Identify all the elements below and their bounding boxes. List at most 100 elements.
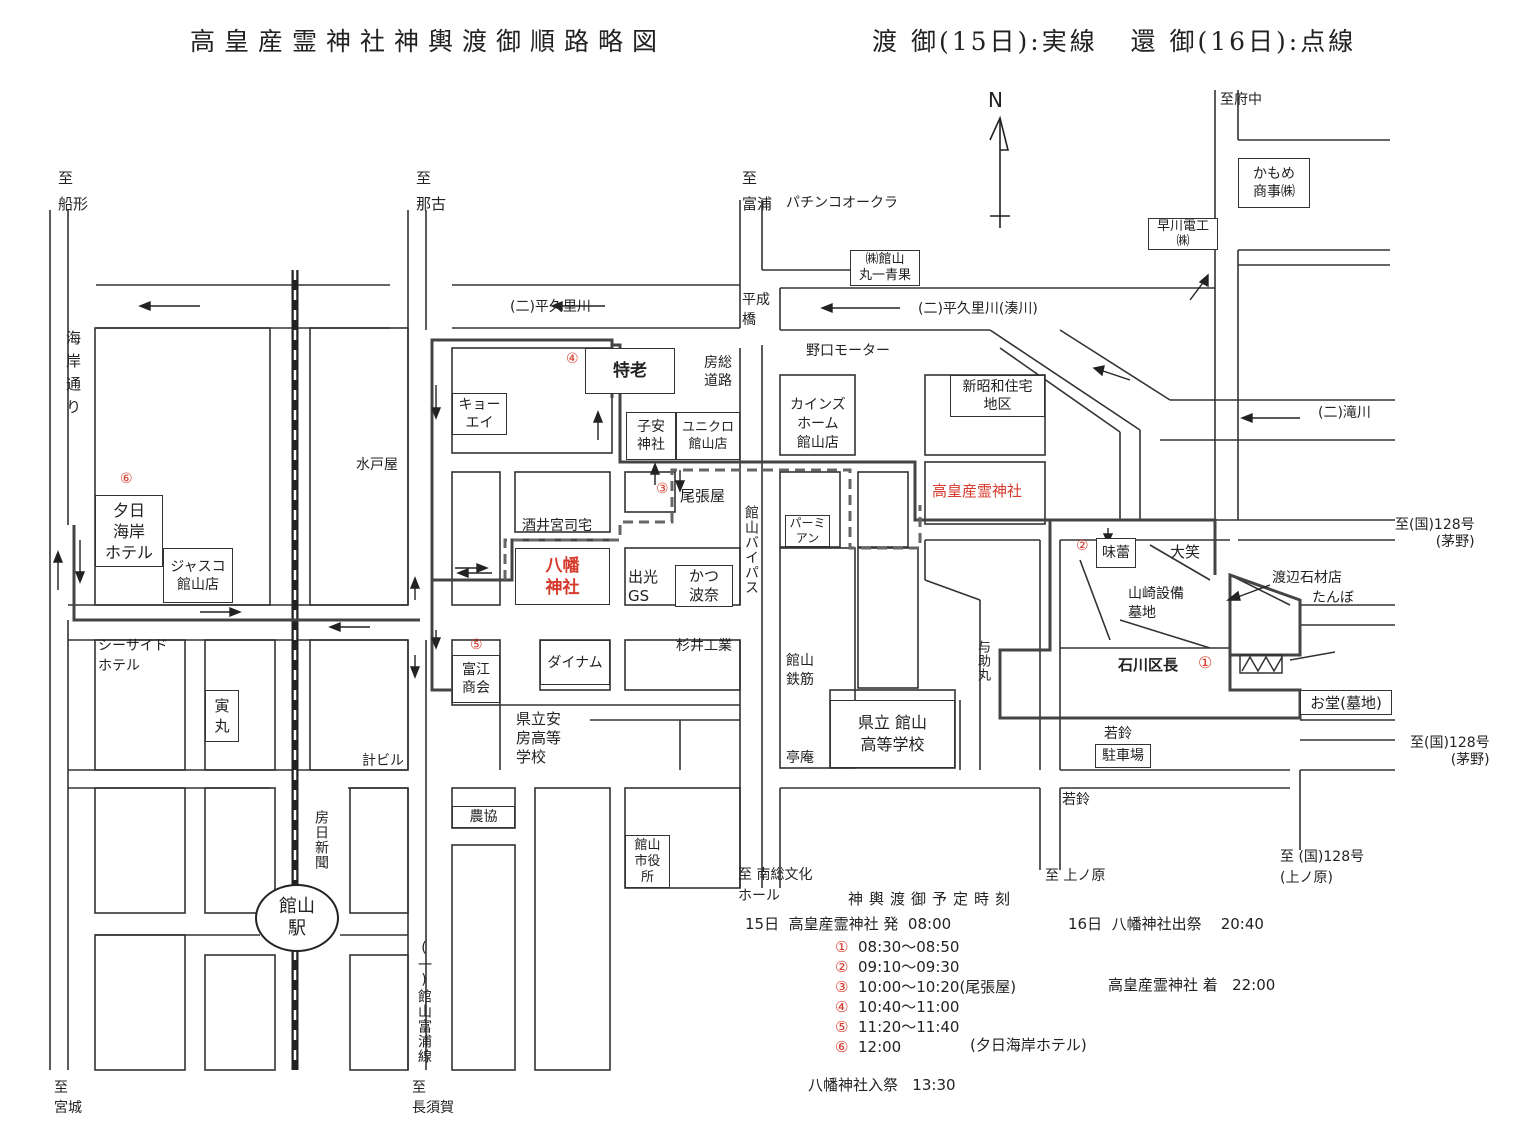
label-bonichi: 房日新聞	[313, 810, 329, 870]
dir-miyagi: 至 宮城	[54, 1080, 82, 1116]
schedule-row-3: ③ 10:00〜10:20(尾張屋)	[835, 978, 1016, 997]
schedule-time-2: 09:10〜09:30	[858, 958, 960, 976]
stop-1: ①	[1198, 653, 1213, 672]
road-bypass: 館山バイパス	[743, 505, 759, 595]
schedule-arrive: 高皇産霊神社 着 22:00	[1108, 976, 1276, 994]
bld-yawata: 八幡 神社	[515, 548, 610, 605]
bld-kyoei: キョー エイ	[452, 393, 507, 435]
label-tateyama-tekkin: 館山 鉄筋	[786, 653, 814, 688]
heisei-bridge: 平成 橋	[742, 292, 770, 328]
road-kaigan: 海岸通り	[64, 330, 82, 422]
bld-cainz: カインズ ホーム 館山店	[790, 397, 846, 451]
route-legend: 渡 御(15日):実線 還 御(16日):点線	[872, 22, 1356, 58]
bld-tokuro: 特老	[585, 348, 675, 394]
road-hirakuri-east: (二)平久里川(湊川)	[918, 301, 1038, 317]
label-kei-bldg: 計ビル	[362, 753, 404, 769]
bld-oowarai: 大笑	[1170, 543, 1201, 561]
bld-katsu: かつ 波奈	[675, 565, 733, 607]
bld-takamimusubi: 高皇産霊神社	[932, 482, 1023, 500]
dir-kayano-1: 至(国)128号 (茅野)	[1395, 517, 1475, 550]
schedule-row-1: ① 08:30〜08:50	[835, 938, 959, 957]
stop-6: ⑥	[120, 471, 133, 487]
schedule-time-5: 11:20〜11:40	[858, 1018, 960, 1036]
dir-kayano-2: 至(国)128号 (茅野)	[1410, 735, 1490, 768]
dir-nako: 至 那古	[416, 169, 447, 213]
schedule-num-6: ⑥	[835, 1038, 849, 1056]
schedule-num-2: ②	[835, 958, 849, 976]
bld-nokyo: 農協	[452, 806, 515, 828]
ishikawa-shrine-box	[1239, 651, 1336, 674]
schedule-num-4: ④	[835, 998, 849, 1016]
dir-tomiura: 至 富浦	[742, 169, 773, 213]
bld-shiyakusho: 館山 市役 所	[625, 835, 670, 888]
bld-tomie: 富江 商会	[452, 655, 500, 703]
stop-5: ⑤	[470, 637, 483, 653]
bld-uniqlo: ユニクロ 館山店	[676, 412, 740, 460]
road-hirakuri-west: (二)平久里川	[510, 299, 591, 315]
label-wakasuzu-2: 若鈴	[1062, 792, 1090, 808]
bld-yuhi-hotel: 夕日 海岸 ホテル	[95, 495, 163, 567]
dir-uenohara-road: 至 (国)128号 (上ノ原)	[1280, 849, 1365, 886]
bld-owariya: 尾張屋	[680, 487, 726, 505]
label-noguchi: 野口モーター	[806, 343, 890, 359]
bld-ajikura: 味蕾	[1096, 538, 1136, 568]
label-ishikawa: 石川区長	[1118, 656, 1179, 674]
north-arrow	[989, 115, 1010, 228]
bld-torimaru: 寅 丸	[205, 690, 239, 742]
flow-arrows	[52, 273, 1300, 679]
label-watanabe: 渡辺石材店	[1272, 570, 1342, 586]
bld-hayakawa: 早川電工 ㈱	[1148, 218, 1218, 250]
bld-permian: パーミ アン	[785, 515, 830, 547]
stop-2: ②	[1076, 538, 1089, 554]
legend-outbound: 渡 御(15日):実線	[872, 27, 1098, 56]
label-tanbo: たんぼ	[1312, 590, 1354, 606]
dir-fuchu: 至府中	[1220, 92, 1262, 108]
label-seaside: シーサイド ホテル	[98, 638, 168, 674]
schedule-num-1: ①	[835, 938, 849, 956]
label-sugii: 杉井工業	[676, 638, 732, 654]
schedule-num-5: ⑤	[835, 1018, 849, 1036]
dir-nagasuka: 至 長須賀	[412, 1080, 454, 1116]
label-wakasuzu-1: 若鈴	[1104, 726, 1132, 742]
bld-idemitsu: 出光 GS	[628, 568, 659, 605]
label-yamazaki: 山崎設備 墓地	[1128, 586, 1184, 621]
bld-shinshowa: 新昭和住宅 地区	[950, 375, 1045, 417]
street-grid	[49, 90, 1395, 1071]
road-tomiura-line: (一)館山富浦線	[416, 940, 432, 1064]
bld-kamome: かもめ 商事㈱	[1238, 158, 1310, 208]
schedule-time-1: 08:30〜08:50	[858, 938, 960, 956]
dir-nanso-hall: 至 南総文化 ホール	[738, 867, 813, 904]
bld-parking: 駐車場	[1095, 744, 1151, 768]
schedule-row-4: ④ 10:40〜11:00	[835, 998, 959, 1017]
schedule-time-3: 10:00〜10:20(尾張屋)	[858, 978, 1017, 996]
bld-odo: お堂(墓地)	[1300, 690, 1392, 715]
return-route	[503, 468, 922, 580]
stop-3: ③	[656, 481, 669, 497]
tateyama-station: 館山 駅	[255, 884, 339, 952]
bld-kenritsu-tateyama: 県立 館山 高等学校	[830, 700, 955, 768]
schedule-row-6: ⑥ 12:00	[835, 1038, 901, 1057]
dir-uenohara: 至 上ノ原	[1045, 868, 1106, 884]
label-teian: 亭庵	[786, 750, 814, 766]
schedule-yawata-in: 八幡神社入祭 13:30	[808, 1076, 956, 1094]
road-bouso: 房総 道路	[704, 355, 732, 389]
schedule-time-4: 10:40〜11:00	[858, 998, 960, 1016]
outbound-route	[72, 338, 1302, 720]
label-kenritsu-awa: 県立安 房高等 学校	[516, 710, 562, 766]
schedule-time-6: 12:00	[858, 1038, 902, 1056]
north-label: N	[988, 88, 1003, 112]
legend-return: 還 御(16日):点線	[1130, 27, 1357, 56]
map-title: 高皇産霊神社神輿渡御順路略図	[190, 27, 667, 56]
bld-marukyu: ㈱館山 丸一青果	[850, 250, 920, 286]
bld-jusco: ジャスコ 館山店	[163, 548, 233, 603]
label-mitoya: 水戸屋	[356, 457, 398, 473]
schedule-day15: 15日 高皇産霊神社 発 08:00	[745, 915, 952, 933]
stop-4: ④	[566, 351, 579, 367]
schedule-num-3: ③	[835, 978, 849, 996]
schedule-day16: 16日 八幡神社出祭 20:40	[1068, 915, 1264, 933]
label-pachinko: パチンコオークラ	[786, 195, 898, 211]
schedule-heading: 神輿渡御予定時刻	[848, 890, 1017, 908]
road-yojimaru: 与助丸	[975, 640, 990, 682]
schedule-note-6: (夕日海岸ホテル)	[970, 1036, 1087, 1054]
